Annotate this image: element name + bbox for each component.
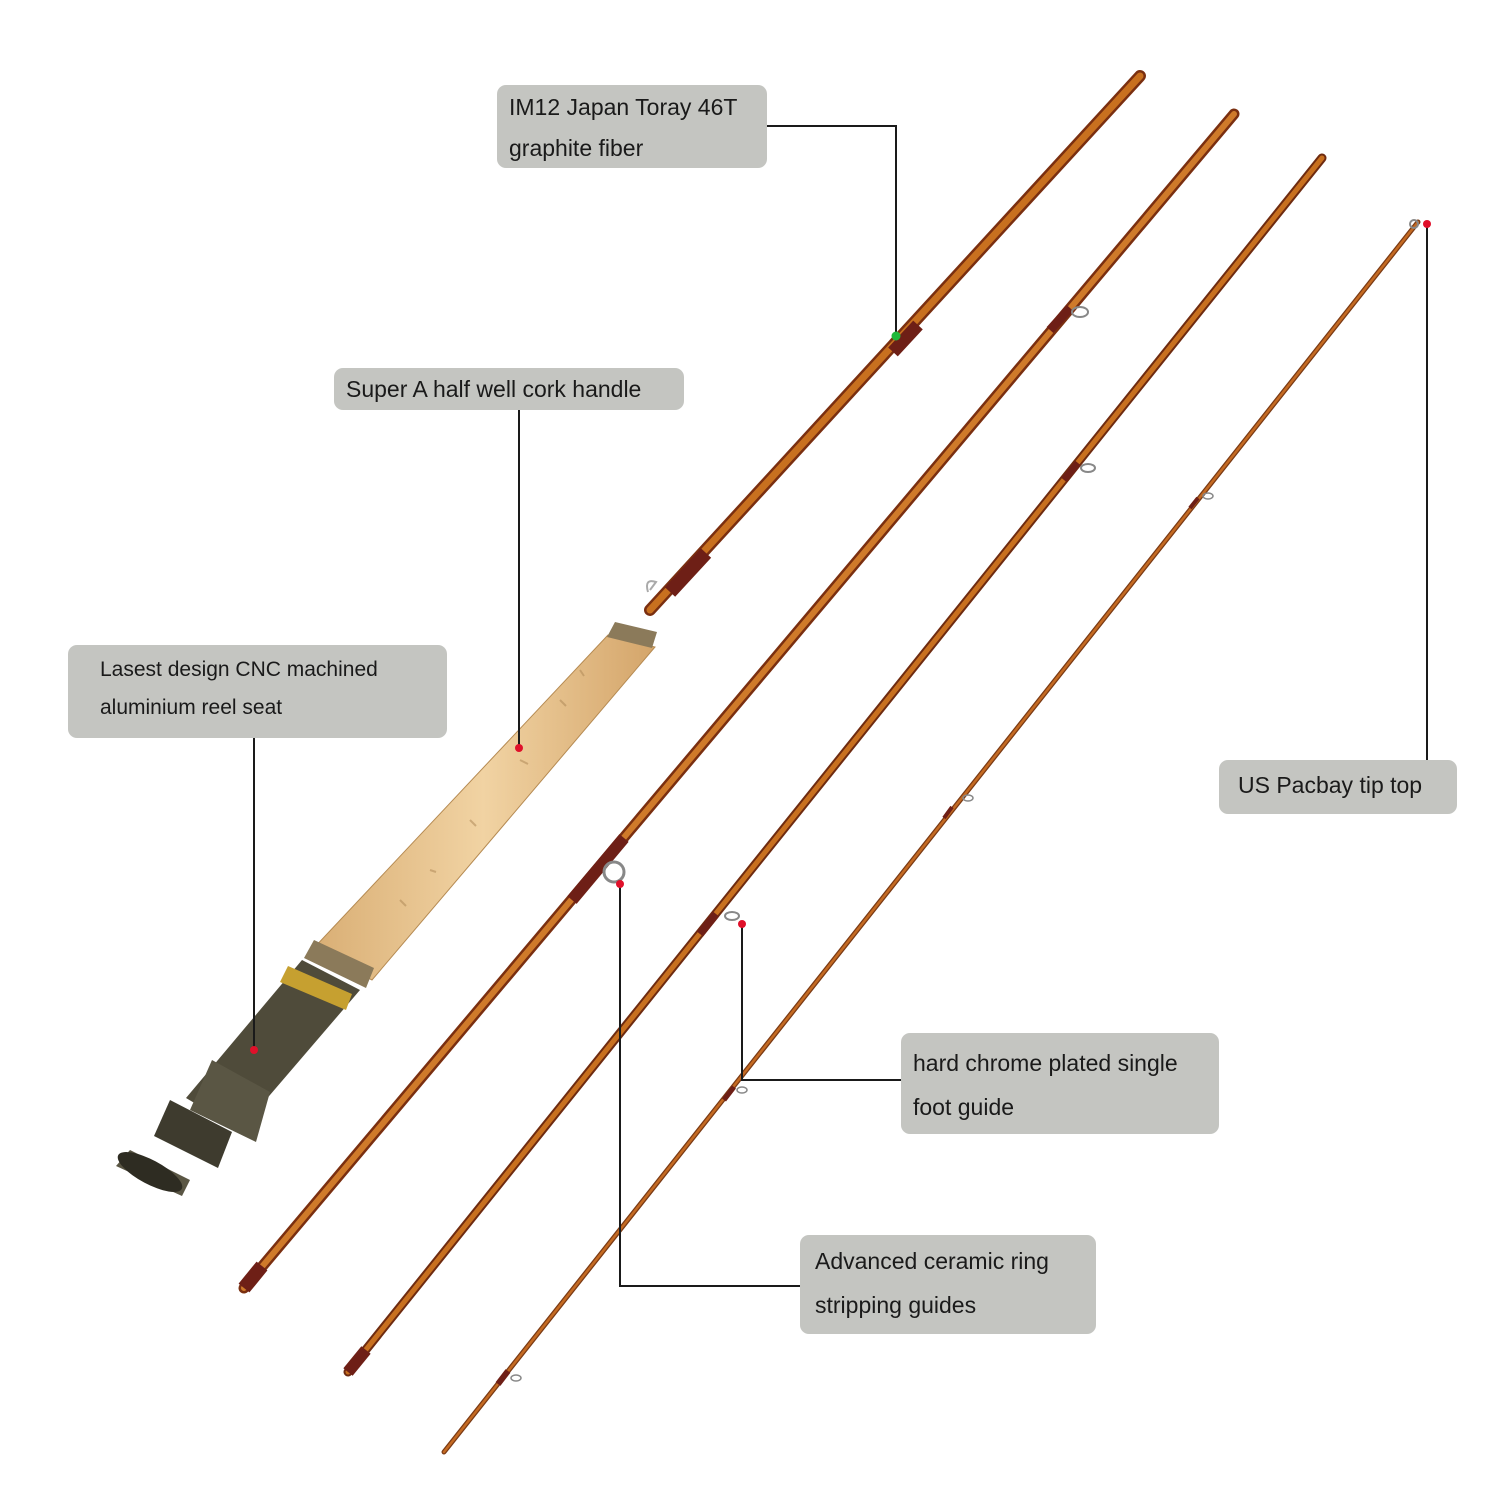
callout-reel-seat-line1: Lasest design CNC machined [100,658,378,681]
callout-stripping-guides: Advanced ceramic ring stripping guides [800,1235,1096,1334]
leader-single-foot [741,926,902,1081]
callout-single-foot-guide: hard chrome plated single foot guide [901,1033,1219,1134]
butt-section [644,70,1146,616]
markers [250,220,1431,1054]
rod-section-2 [238,108,1240,1294]
callout-stripping-line1: Advanced ceramic ring [815,1248,1049,1274]
rod-tip-section [441,219,1421,1455]
marker-tip-top [1423,220,1431,228]
callout-tip-top: US Pacbay tip top [1219,760,1457,814]
leader-lines [253,125,1428,1287]
callout-single-foot-line1: hard chrome plated single [913,1050,1178,1076]
leader-stripping [619,886,802,1287]
leader-graphite [766,125,897,334]
callout-handle-text: Super A half well cork handle [346,376,642,402]
callout-reel-seat: Lasest design CNC machined aluminium ree… [68,645,447,738]
callout-stripping-line2: stripping guides [815,1292,977,1318]
marker-handle [515,744,523,752]
marker-stripping [616,880,624,888]
rod-section-3 [343,153,1327,1377]
marker-single-foot [738,920,746,928]
callout-single-foot-line2: foot guide [913,1094,1015,1120]
callout-reel-seat-line2: aluminium reel seat [100,696,283,719]
callout-graphite-line2: graphite fiber [509,135,644,161]
marker-graphite [891,331,901,341]
cork-handle [304,622,657,988]
callout-cork-handle: Super A half well cork handle [334,368,684,410]
callout-graphite-line1: IM12 Japan Toray 46T [509,94,738,120]
marker-reel-seat [250,1046,258,1054]
reel-seat [116,960,360,1196]
callout-tip-top-text: US Pacbay tip top [1238,772,1423,798]
callout-graphite-fiber: IM12 Japan Toray 46T graphite fiber [497,85,767,168]
